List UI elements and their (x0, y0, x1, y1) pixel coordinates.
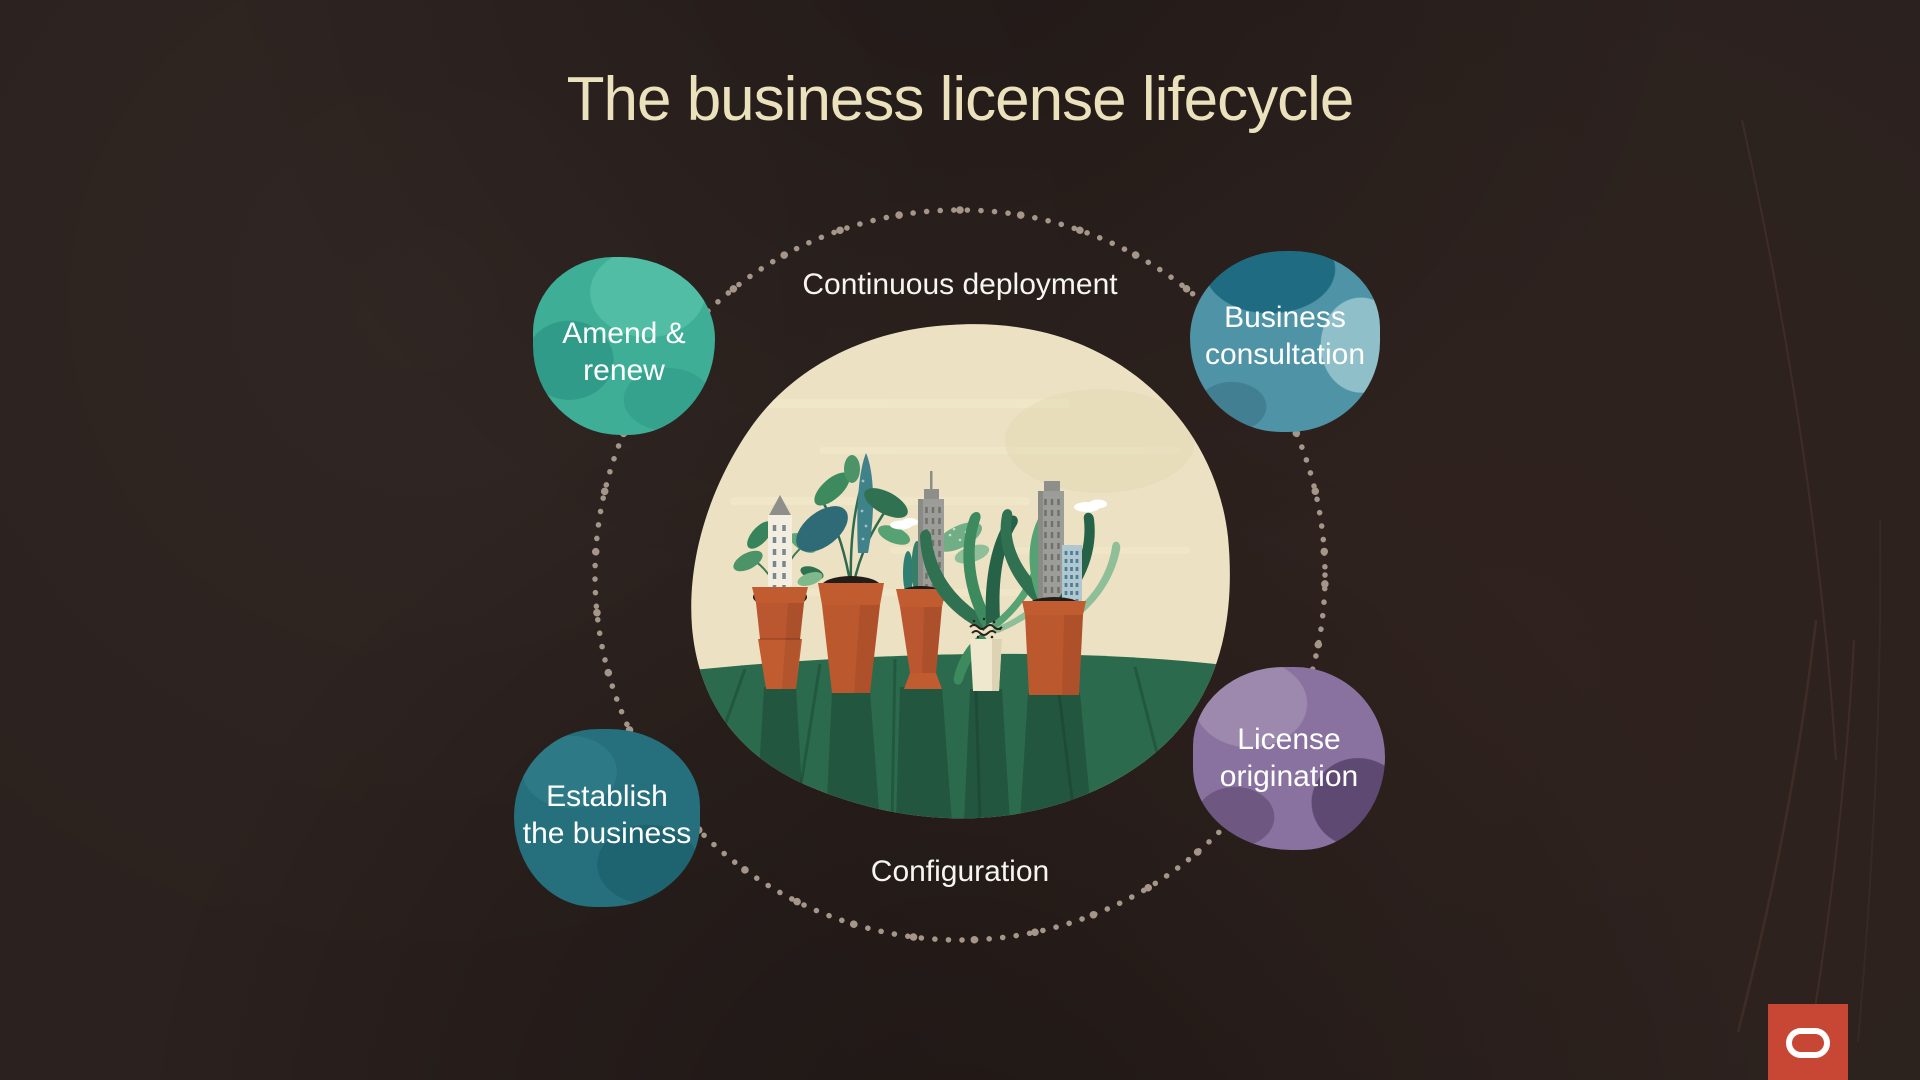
lifecycle-node-label: Amend & renew (562, 317, 686, 387)
lifecycle-node-label: Business consultation (1204, 300, 1366, 371)
tower-roof (768, 495, 792, 517)
oracle-o-icon (1786, 1028, 1830, 1058)
potted-city-plants-illustration (691, 324, 1230, 819)
ring-label-configuration: Configuration (870, 855, 1050, 888)
pot-2-leafy-plant (796, 453, 911, 693)
seed-scribble (969, 624, 1003, 636)
lifecycle-node-business-consultation: Business consultation (1190, 251, 1380, 432)
lifecycle-node-establish-business: Establish the business (514, 729, 700, 907)
lifecycle-node-label: Establish the business (522, 780, 692, 850)
pot-shadows (756, 687, 1092, 819)
lifecycle-node-label: License origination (1219, 722, 1359, 793)
slide-title: The business license lifecycle (566, 65, 1355, 134)
ring-label-continuous-deployment: Continuous deployment (802, 268, 1118, 301)
lifecycle-node-amend-renew: Amend & renew (533, 257, 715, 435)
pot-5-city-buildings (1000, 481, 1121, 695)
cypress-tree (903, 551, 913, 595)
oracle-logo (1768, 1004, 1848, 1080)
lifecycle-node-license-origination: License origination (1193, 667, 1385, 850)
pot-4-arcing-plant (920, 511, 1070, 691)
floor (691, 653, 1230, 819)
